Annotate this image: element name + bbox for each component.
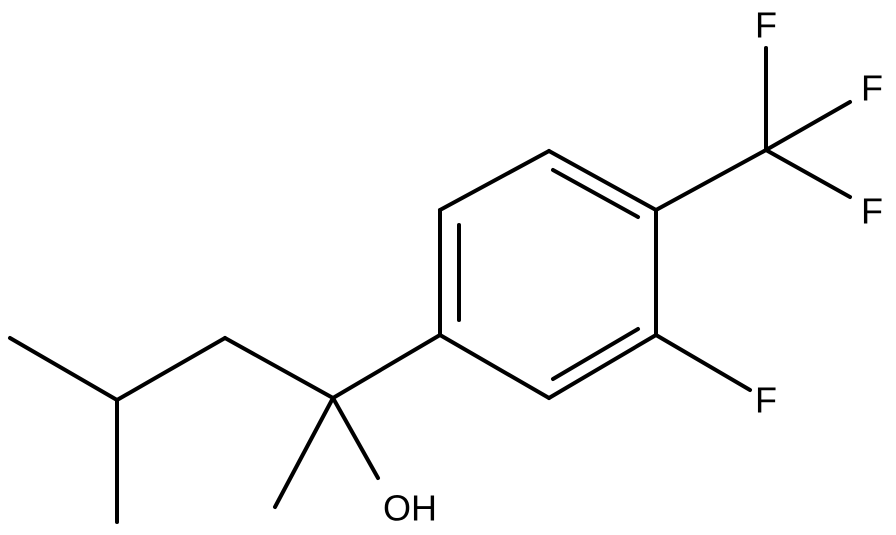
- bond-ring-to-cf3: [654, 148, 768, 212]
- bond-ring-to-carbinol: [331, 333, 442, 400]
- atom-label-f-top: F: [755, 5, 777, 46]
- ring-bond-2: [547, 149, 658, 212]
- bond-cf3-f-upper-right: [764, 100, 852, 152]
- bond-cf3-f-lower-right: [764, 148, 852, 199]
- ring-double-bond-top: [551, 168, 640, 219]
- atom-label-hydroxyl: OH: [383, 488, 437, 529]
- atom-label-f-lower-right: F: [861, 191, 883, 232]
- bond-carbinol-methyl: [273, 396, 335, 509]
- ring-bond-4: [547, 333, 658, 400]
- bond-carbinol-to-oh: [331, 396, 380, 480]
- bond-ch-to-methyl-left: [8, 336, 119, 402]
- atom-label-f-upper-right: F: [861, 68, 883, 109]
- ring-bond-1: [438, 149, 551, 212]
- ring-bond-5: [438, 333, 551, 400]
- bond-ring-to-f: [654, 333, 752, 392]
- bond-ch2-to-ch: [115, 336, 227, 402]
- ring-double-bond-bottom: [551, 327, 640, 381]
- bond-carbinol-to-ch2: [223, 336, 335, 400]
- atom-label-f-ring: F: [755, 380, 777, 421]
